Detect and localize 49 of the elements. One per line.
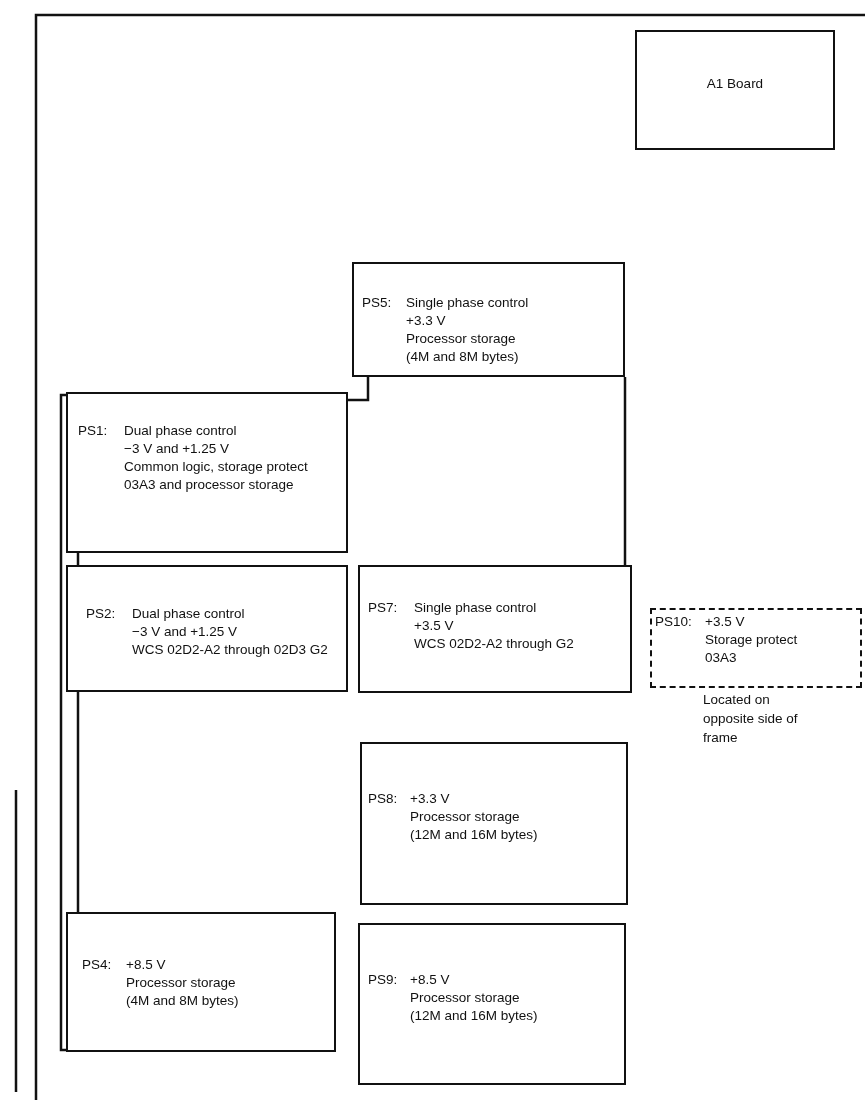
supply-detail: Storage protect (705, 631, 799, 649)
supply-detail: (4M and 8M bytes) (406, 348, 520, 366)
supply-detail: +3.3 V (406, 312, 447, 330)
power-supply-box (66, 912, 336, 1052)
supply-id: PS9: (368, 971, 399, 989)
cable-line (623, 377, 627, 565)
supply-detail: WCS 02D2-A2 through 02D3 G2 (132, 641, 329, 659)
supply-detail: (4M and 8M bytes) (126, 992, 240, 1010)
supply-detail: Common logic, storage protect (124, 458, 309, 476)
supply-detail: (12M and 16M bytes) (410, 826, 539, 844)
supply-detail: Processor storage (410, 989, 521, 1007)
supply-id: PS8: (368, 790, 399, 808)
supply-detail: +3.3 V (410, 790, 451, 808)
power-supply-box (360, 742, 628, 905)
supply-detail: 03A3 (705, 649, 738, 667)
supply-detail: +8.5 V (410, 971, 451, 989)
power-supply-box (66, 392, 348, 553)
dashed-box (650, 608, 862, 688)
supply-detail: Processor storage (410, 808, 521, 826)
supply-id: PS2: (86, 605, 117, 623)
supply-detail: Dual phase control (124, 422, 238, 440)
supply-detail: −3 V and +1.25 V (132, 623, 239, 641)
box-label: A1 Board (705, 75, 765, 93)
supply-id: PS10: (655, 613, 693, 631)
supply-id: PS1: (78, 422, 109, 440)
power-supply-box (635, 30, 835, 150)
supply-detail: 03A3 and processor storage (124, 476, 295, 494)
supply-id: PS5: (362, 294, 393, 312)
supply-detail: +8.5 V (126, 956, 167, 974)
supply-detail: +3.5 V (414, 617, 455, 635)
supply-detail: Processor storage (406, 330, 517, 348)
cable-line (59, 393, 67, 1052)
note-text: Located on opposite side of frame (703, 691, 799, 747)
supply-id: PS4: (82, 956, 113, 974)
cable-line (348, 377, 370, 402)
power-supply-box (358, 923, 626, 1085)
supply-detail: +3.5 V (705, 613, 746, 631)
supply-detail: (12M and 16M bytes) (410, 1007, 539, 1025)
supply-detail: Dual phase control (132, 605, 246, 623)
supply-detail: −3 V and +1.25 V (124, 440, 231, 458)
supply-detail: Single phase control (406, 294, 530, 312)
supply-detail: Single phase control (414, 599, 538, 617)
power-supply-box (358, 565, 632, 693)
power-supply-box (352, 262, 625, 377)
supply-id: PS7: (368, 599, 399, 617)
supply-detail: Processor storage (126, 974, 237, 992)
cable-line (76, 692, 80, 912)
supply-detail: WCS 02D2-A2 through G2 (414, 635, 575, 653)
power-supply-box (66, 565, 348, 692)
